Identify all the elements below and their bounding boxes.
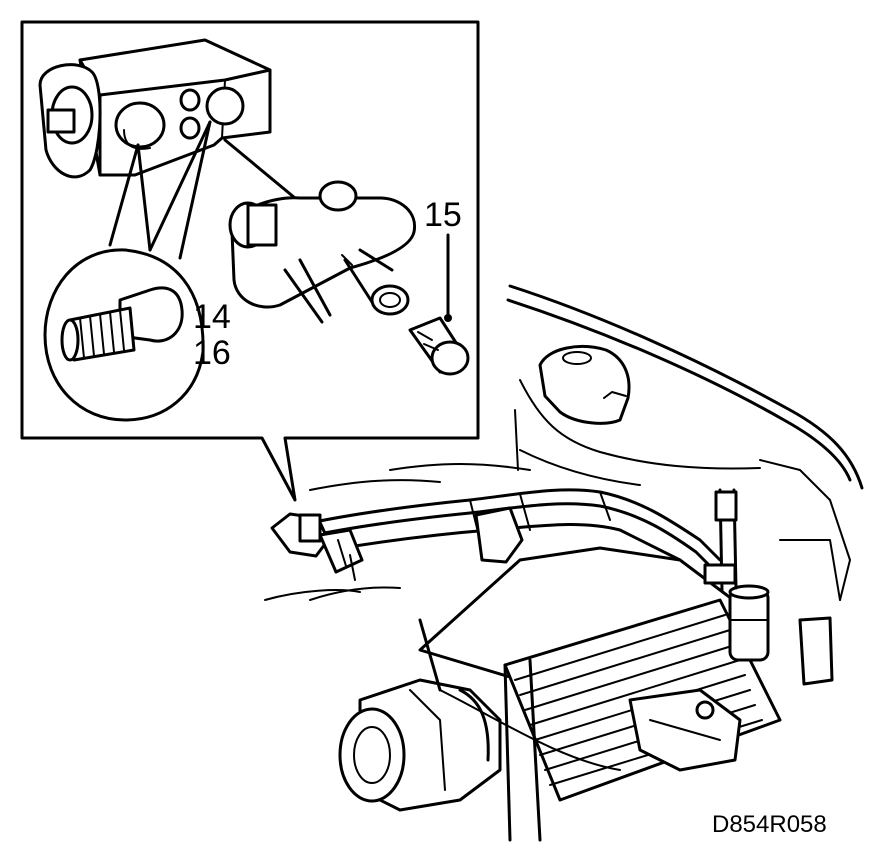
callout-16: 16 [193, 334, 231, 372]
expansion-valve-detail [38, 38, 272, 179]
detail-inset: 14 16 15 [20, 20, 480, 502]
callout-15: 15 [424, 196, 462, 234]
o-ring [370, 284, 410, 316]
receiver-drier [703, 488, 770, 662]
engine-bay [264, 284, 864, 842]
pipe-clamp [474, 506, 524, 564]
fender-outline [508, 284, 864, 490]
callout-14: 14 [193, 298, 231, 336]
flange-detail [228, 180, 417, 324]
strut-tower [538, 345, 631, 425]
zoom-circle [43, 248, 205, 422]
ac-pipe-upper [298, 488, 722, 562]
figure-code: D854R058 [712, 811, 827, 838]
bolt [408, 316, 470, 376]
ac-compressor [338, 678, 502, 812]
expansion-valve-installed [270, 512, 364, 581]
